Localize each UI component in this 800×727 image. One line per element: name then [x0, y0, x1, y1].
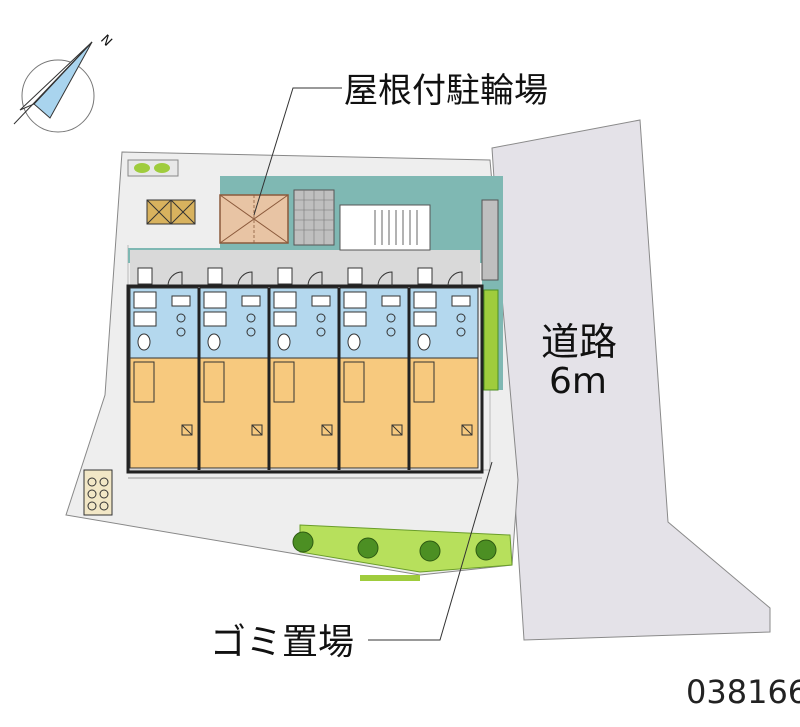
unit-stove — [456, 313, 466, 323]
unit-closet — [343, 361, 365, 403]
unit-door — [167, 271, 183, 287]
unit-stove — [246, 327, 256, 337]
unit-door — [307, 271, 323, 287]
unit-meter-box — [347, 267, 363, 285]
unit-closet — [203, 361, 225, 403]
stair-area — [339, 204, 431, 251]
unit-washbasin — [343, 311, 367, 327]
unit-bath — [273, 291, 297, 309]
leader-garbage — [368, 461, 493, 641]
unit-door — [377, 271, 393, 287]
unit-washbasin — [133, 311, 157, 327]
road-area — [491, 119, 771, 641]
building-outline — [126, 284, 484, 474]
stair-steps — [374, 210, 418, 245]
unit-washbasin — [413, 311, 437, 327]
unit-bath — [343, 291, 367, 309]
unit-door — [237, 271, 253, 287]
label-garbage: ゴミ置場 — [210, 622, 354, 663]
unit-window-marker — [321, 424, 333, 436]
tree-row — [292, 531, 497, 562]
unit-toilet — [207, 333, 221, 351]
unit-washbasin — [273, 311, 297, 327]
leader-bicycle — [253, 87, 342, 216]
unit-meter-box — [417, 267, 433, 285]
unit-sink — [171, 295, 191, 307]
unit-stove — [316, 313, 326, 323]
apartment-block — [126, 267, 484, 479]
unit-sink — [241, 295, 261, 307]
unit-stove — [246, 313, 256, 323]
unit-toilet — [417, 333, 431, 351]
unit-toilet — [277, 333, 291, 351]
unit-closet — [413, 361, 435, 403]
unit-meter-box — [277, 267, 293, 285]
unit-meter-box — [207, 267, 223, 285]
unit-stove — [176, 313, 186, 323]
unit-closet — [133, 361, 155, 403]
label-road-name: 道路 — [541, 320, 617, 364]
label-road-width: 6m — [549, 361, 607, 402]
unit-sink — [451, 295, 471, 307]
north-label: N — [97, 32, 114, 49]
unit-stove — [176, 327, 186, 337]
unit-washbasin — [203, 311, 227, 327]
unit-stove — [456, 327, 466, 337]
unit-window-marker — [391, 424, 403, 436]
property-code: 038166 — [686, 673, 800, 711]
unit-window-marker — [251, 424, 263, 436]
unit-window-marker — [181, 424, 193, 436]
unit-sink — [311, 295, 331, 307]
unit-door — [447, 271, 463, 287]
unit-toilet — [137, 333, 151, 351]
unit-closet — [273, 361, 295, 403]
unit-bath — [133, 291, 157, 309]
unit-bath — [413, 291, 437, 309]
unit-stove — [386, 327, 396, 337]
unit-stove — [386, 313, 396, 323]
unit-toilet — [347, 333, 361, 351]
green-strip-east — [483, 289, 499, 391]
unit-bath — [203, 291, 227, 309]
unit-window-marker — [461, 424, 473, 436]
unit-stove — [316, 327, 326, 337]
north-arrow-icon: N — [13, 32, 115, 133]
unit-meter-box — [137, 267, 153, 285]
grating-strip — [481, 199, 499, 281]
unit-sink — [381, 295, 401, 307]
label-bicycle-parking: 屋根付駐輪場 — [344, 71, 548, 111]
